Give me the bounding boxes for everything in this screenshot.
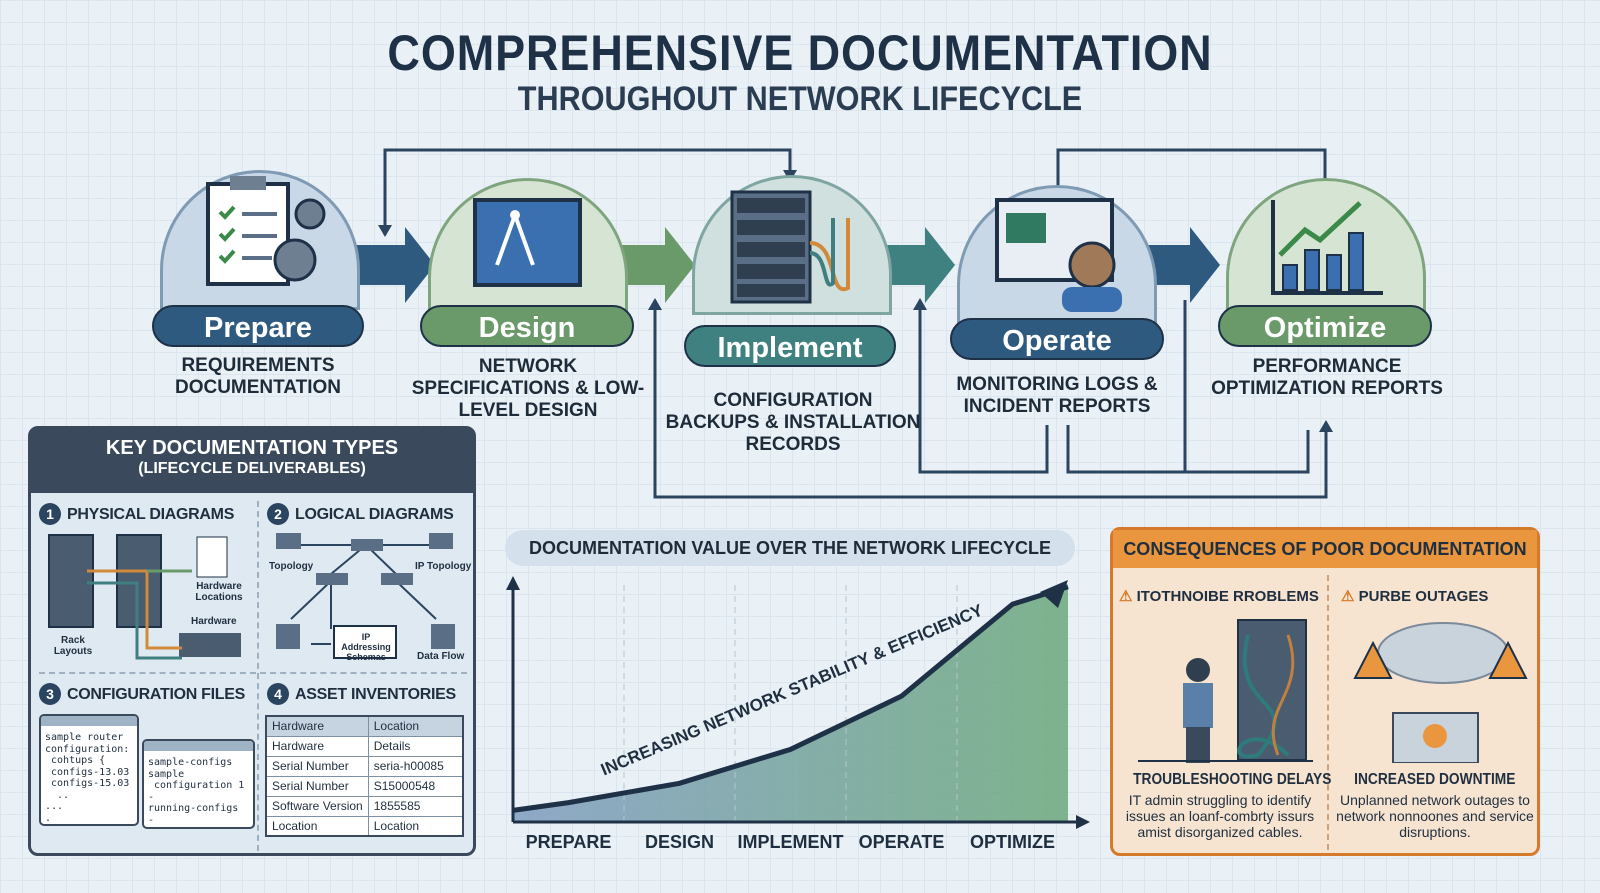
x-tick-label: OPTIMIZE bbox=[970, 832, 1055, 852]
consequence-tag-text: ITOTHNOIBE RROBLEMS bbox=[1136, 588, 1319, 605]
table-cell: Serial Number bbox=[265, 775, 369, 797]
table-cell: Serial Number bbox=[265, 755, 369, 777]
table-cell: Details bbox=[367, 735, 464, 757]
stage-prepare[interactable]: Prepare bbox=[152, 305, 364, 347]
number-badge: 4 bbox=[267, 683, 289, 705]
label-rack-layouts: Rack Layouts bbox=[53, 635, 93, 657]
consequence-2: INCREASED DOWNTIME Unplanned network out… bbox=[1333, 770, 1537, 840]
label-topology: Topology bbox=[269, 561, 314, 572]
number-badge: 2 bbox=[267, 503, 289, 525]
x-tick-label: DESIGN bbox=[644, 832, 714, 852]
consequence-tag-2: ⚠ PURBE OUTAGES bbox=[1341, 587, 1488, 605]
section-divider bbox=[39, 672, 467, 674]
config-file-1[interactable]: sample router configuration: cohtups { c… bbox=[39, 714, 139, 826]
stage-implement[interactable]: Implement bbox=[684, 325, 896, 367]
consequences-panel: CONSEQUENCES OF POOR DOCUMENTATION ⚠ ITO… bbox=[1110, 527, 1540, 856]
table-cell: Location bbox=[367, 715, 464, 737]
x-tick-label: PREPARE bbox=[525, 832, 612, 852]
number-badge: 1 bbox=[39, 503, 61, 525]
documentation-types-panel: KEY DOCUMENTATION TYPES (LIFECYCLE DELIV… bbox=[28, 426, 476, 856]
label-data-flow: Data Flow bbox=[417, 651, 465, 662]
feedback-arrow-operate-optimize bbox=[1056, 148, 1327, 190]
consequence-title-2: INCREASED DOWNTIME bbox=[1354, 771, 1516, 788]
arrowheads bbox=[378, 170, 1333, 432]
section-title: LOGICAL DIAGRAMS bbox=[295, 506, 454, 523]
stage-implement-desc: CONFIGURATION BACKUPS & INSTALLATION REC… bbox=[665, 390, 921, 455]
x-tick-label: IMPLEMENT bbox=[737, 832, 844, 852]
chart-title: DOCUMENTATION VALUE OVER THE NETWORK LIF… bbox=[505, 530, 1075, 566]
section-divider bbox=[257, 501, 259, 851]
server-rack-cables-icon bbox=[730, 190, 850, 304]
rack-diagram-icon bbox=[48, 534, 241, 660]
stage-design[interactable]: Design bbox=[420, 305, 634, 347]
tangled-cables-illustration bbox=[1138, 619, 1313, 763]
table-cell: Location bbox=[367, 815, 464, 837]
stage-operate[interactable]: Operate bbox=[950, 318, 1164, 360]
consequences-heading: CONSEQUENCES OF POOR DOCUMENTATION bbox=[1113, 530, 1537, 568]
label-hardware: Hardware bbox=[191, 616, 237, 627]
stage-design-desc: NETWORK SPECIFICATIONS & LOW-LEVEL DESIG… bbox=[411, 356, 645, 421]
blueprint-icon bbox=[473, 198, 582, 287]
configuration-files-heading: 3 CONFIGURATION FILES bbox=[39, 683, 245, 705]
table-cell: Hardware bbox=[265, 735, 369, 757]
table-cell: 1855585 bbox=[367, 795, 464, 817]
monitor-operator-icon bbox=[995, 198, 1122, 312]
stage-prepare-desc: REQUIREMENTS DOCUMENTATION bbox=[174, 355, 342, 398]
feedback-arrow-operate-return bbox=[1066, 300, 1187, 474]
feedback-arrow-optimize bbox=[1185, 430, 1310, 474]
warning-icon: ⚠ bbox=[1119, 588, 1133, 605]
config-file-2[interactable]: sample-configs sample configuration 1 - … bbox=[142, 739, 255, 829]
physical-diagrams-heading: 1 PHYSICAL DIAGRAMS bbox=[39, 503, 234, 525]
consequence-desc-2: Unplanned network outages to network non… bbox=[1336, 792, 1534, 840]
consequence-title-1: TROUBLESHOOTING DELAYS bbox=[1133, 771, 1332, 788]
logical-diagrams-heading: 2 LOGICAL DIAGRAMS bbox=[267, 503, 454, 525]
section-title: ASSET INVENTORIES bbox=[295, 686, 456, 703]
logical-topology-icon bbox=[276, 533, 455, 659]
chart-axes bbox=[511, 585, 1080, 824]
table-cell: seria-h00085 bbox=[367, 755, 464, 777]
feedback-arrow-operate bbox=[918, 300, 1049, 474]
consequences-divider bbox=[1327, 575, 1329, 850]
outage-illustration bbox=[1353, 622, 1528, 763]
page-title: COMPREHENSIVE DOCUMENTATION bbox=[387, 25, 1213, 81]
stage-optimize[interactable]: Optimize bbox=[1218, 305, 1432, 347]
feedback-arrow-design-implement bbox=[383, 148, 792, 235]
table-cell: S15000548 bbox=[367, 775, 464, 797]
table-cell: Location bbox=[265, 815, 369, 837]
label-ip-addressing: IP Addressing Schemas bbox=[341, 632, 391, 662]
consequence-tag-text: PURBE OUTAGES bbox=[1358, 588, 1489, 605]
feedback-arrow-implement-optimize bbox=[653, 300, 1328, 499]
consequence-1: TROUBLESHOOTING DELAYS IT admin struggli… bbox=[1117, 770, 1332, 840]
trend-arrowhead bbox=[1040, 580, 1068, 608]
stage-optimize-desc: PERFORMANCE OPTIMIZATION REPORTS bbox=[1211, 356, 1443, 399]
section-title: CONFIGURATION FILES bbox=[67, 686, 245, 703]
consequence-tag-1: ⚠ ITOTHNOIBE RROBLEMS bbox=[1119, 587, 1319, 605]
panel-subtitle: (LIFECYCLE DELIVERABLES) bbox=[138, 460, 366, 477]
x-tick-label: OPERATE bbox=[858, 832, 945, 852]
label-ip-topology: IP Topology bbox=[415, 561, 472, 572]
value-line bbox=[512, 584, 1069, 813]
warning-icon: ⚠ bbox=[1341, 588, 1355, 605]
number-badge: 3 bbox=[39, 683, 61, 705]
growth-chart-icon bbox=[1271, 200, 1383, 295]
stage-operate-desc: MONITORING LOGS & INCIDENT REPORTS bbox=[956, 374, 1158, 417]
consequence-desc-1: IT admin struggling to identify issues a… bbox=[1125, 792, 1315, 840]
section-title: PHYSICAL DIAGRAMS bbox=[67, 506, 235, 523]
panel-title: KEY DOCUMENTATION TYPES bbox=[105, 437, 399, 459]
clipboard-gears-icon bbox=[206, 176, 326, 286]
label-hardware-locations: Hardware Locations bbox=[195, 581, 243, 603]
asset-inventories-heading: 4 ASSET INVENTORIES bbox=[267, 683, 456, 705]
panel-header: KEY DOCUMENTATION TYPES (LIFECYCLE DELIV… bbox=[31, 429, 473, 493]
stage-arrows bbox=[350, 227, 1220, 303]
value-area bbox=[513, 586, 1068, 822]
page-subtitle: THROUGHOUT NETWORK LIFECYCLE bbox=[517, 80, 1083, 118]
